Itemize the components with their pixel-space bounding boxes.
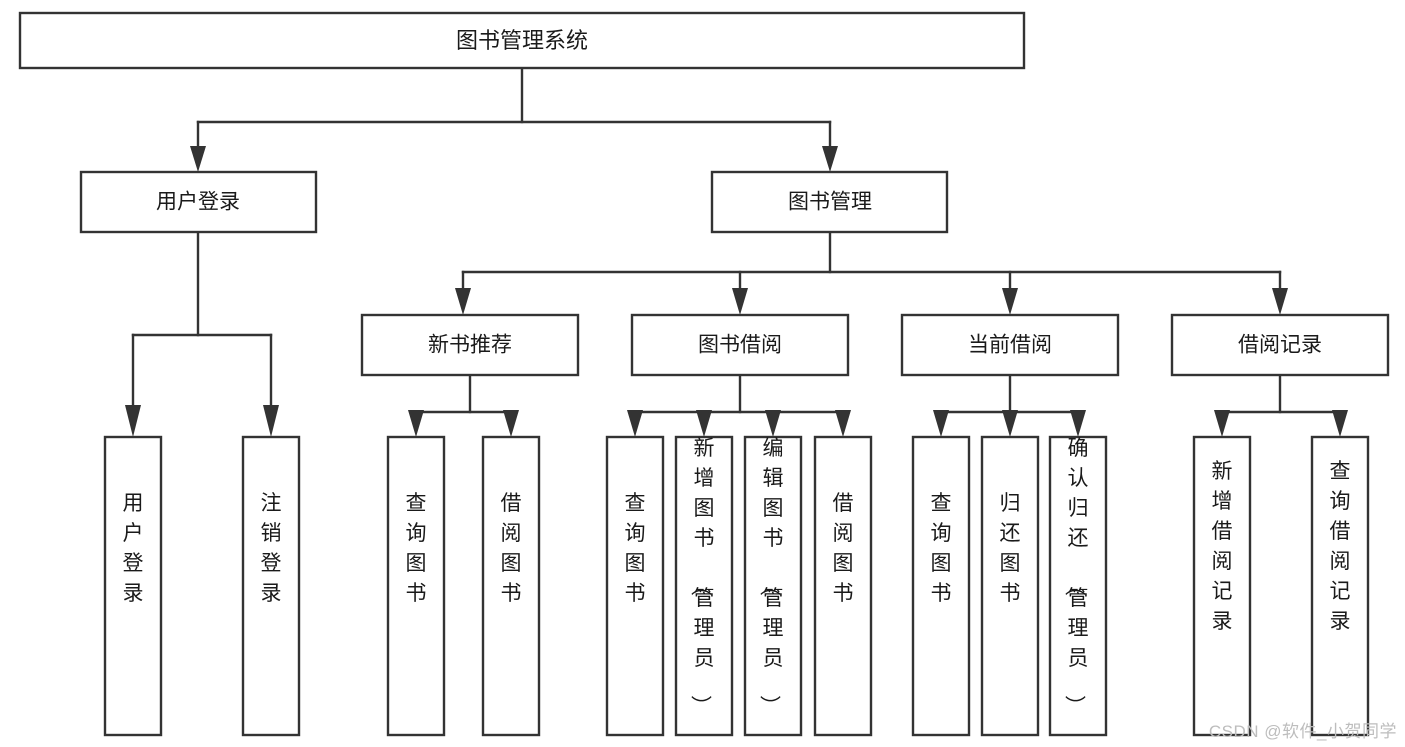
leaf-new-book-1-box[interactable] — [386, 435, 446, 737]
node-book-borrow-box[interactable] — [630, 313, 850, 377]
leaf-borrow-record-2[interactable]: 查询借阅记录 — [1310, 435, 1370, 737]
leaf-current-borrow-3-box[interactable] — [1048, 435, 1108, 737]
leaf-layer: 用户登录 注销登录 查询图书 借阅图书 查询图书 新增图书 — [103, 435, 1370, 737]
arrow-to-current-borrow — [1002, 288, 1018, 315]
leaf-current-borrow-1-label: 查询图书 — [931, 492, 952, 605]
node-borrow-record-box[interactable] — [1170, 313, 1390, 377]
leaf-book-borrow-3-box[interactable] — [743, 435, 803, 737]
leaf-current-borrow-2-label: 归还图书 — [1000, 492, 1021, 605]
leaf-book-borrow-1[interactable]: 查询图书 — [605, 435, 665, 737]
arrow-to-user-login — [190, 146, 206, 172]
node-book-manage-box[interactable] — [710, 170, 949, 234]
arrow-book-borrow-leaf-4 — [835, 410, 851, 437]
node-new-book-recommend[interactable]: 新书推荐 — [360, 313, 580, 377]
leaf-current-borrow-2[interactable]: 归还图书 — [980, 435, 1040, 737]
arrow-user-login-leaf-2 — [263, 405, 279, 437]
leaf-book-borrow-2[interactable]: 新增图书（管理员） — [674, 435, 734, 737]
arrow-borrow-record-leaf-2 — [1332, 410, 1348, 437]
leaf-current-borrow-3[interactable]: 确认归还（管理员） — [1048, 435, 1108, 737]
leaf-user-login-2-box[interactable] — [241, 435, 301, 737]
leaf-new-book-2-box[interactable] — [481, 435, 541, 737]
leaf-book-borrow-4-box[interactable] — [813, 435, 873, 737]
arrow-current-borrow-leaf-2 — [1002, 410, 1018, 437]
node-root[interactable]: 图书管理系统 — [18, 11, 1026, 70]
node-book-manage-label: 图书管理 — [788, 191, 872, 214]
leaf-user-login-1-box[interactable] — [103, 435, 163, 737]
leaf-book-borrow-1-box[interactable] — [605, 435, 665, 737]
arrow-current-borrow-leaf-1 — [933, 410, 949, 437]
leaf-book-borrow-3-label: 编辑图书（管理员） — [758, 437, 784, 716]
leaf-current-borrow-3-label: 确认归还（管理员） — [1063, 437, 1089, 716]
leaf-current-borrow-2-box[interactable] — [980, 435, 1040, 737]
leaf-new-book-2-label: 借阅图书 — [501, 492, 522, 605]
leaf-new-book-2[interactable]: 借阅图书 — [481, 435, 541, 737]
watermark-text: CSDN @软件_小贺同学 — [1208, 722, 1397, 741]
leaf-user-login-2-label: 注销登录 — [261, 492, 282, 605]
leaf-book-borrow-4[interactable]: 借阅图书 — [813, 435, 873, 737]
arrow-user-login-leaf-1 — [125, 405, 141, 437]
leaf-book-borrow-2-box[interactable] — [674, 435, 734, 737]
arrow-to-book-borrow — [732, 288, 748, 315]
node-current-borrow-box[interactable] — [900, 313, 1120, 377]
node-book-borrow-label: 图书借阅 — [698, 334, 782, 357]
connector-layer — [125, 66, 1348, 437]
leaf-borrow-record-1-label: 新增借阅记录 — [1212, 460, 1233, 633]
node-user-login-box[interactable] — [79, 170, 318, 234]
node-book-borrow[interactable]: 图书借阅 — [630, 313, 850, 377]
leaf-new-book-1-label: 查询图书 — [406, 492, 427, 605]
node-borrow-record[interactable]: 借阅记录 — [1170, 313, 1390, 377]
arrow-book-borrow-leaf-1 — [627, 410, 643, 437]
arrow-book-borrow-leaf-2 — [696, 410, 712, 437]
node-new-book-recommend-label: 新书推荐 — [428, 334, 512, 357]
leaf-borrow-record-1[interactable]: 新增借阅记录 — [1192, 435, 1252, 737]
leaf-user-login-1-label: 用户登录 — [123, 492, 144, 605]
node-user-login[interactable]: 用户登录 — [79, 170, 318, 234]
node-root-label: 图书管理系统 — [456, 28, 588, 53]
node-borrow-record-label: 借阅记录 — [1238, 334, 1322, 357]
leaf-current-borrow-1-box[interactable] — [911, 435, 971, 737]
leaf-current-borrow-1[interactable]: 查询图书 — [911, 435, 971, 737]
arrow-new-book-leaf-1 — [408, 410, 424, 437]
arrow-to-book-manage — [822, 146, 838, 172]
node-new-book-recommend-box[interactable] — [360, 313, 580, 377]
leaf-book-borrow-3[interactable]: 编辑图书（管理员） — [743, 435, 803, 737]
arrow-to-new-book — [455, 288, 471, 315]
leaf-borrow-record-2-box[interactable] — [1310, 435, 1370, 737]
node-root-box[interactable] — [18, 11, 1026, 70]
arrow-new-book-leaf-2 — [503, 410, 519, 437]
leaf-new-book-1[interactable]: 查询图书 — [386, 435, 446, 737]
leaf-borrow-record-1-box[interactable] — [1192, 435, 1252, 737]
leaf-book-borrow-1-label: 查询图书 — [625, 492, 646, 605]
leaf-book-borrow-2-label: 新增图书（管理员） — [689, 437, 715, 716]
leaf-user-login-1[interactable]: 用户登录 — [103, 435, 163, 737]
leaf-borrow-record-2-label: 查询借阅记录 — [1330, 460, 1351, 633]
arrow-current-borrow-leaf-3 — [1070, 410, 1086, 437]
node-current-borrow-label: 当前借阅 — [968, 334, 1052, 357]
leaf-user-login-2[interactable]: 注销登录 — [241, 435, 301, 737]
leaf-book-borrow-4-label: 借阅图书 — [833, 492, 854, 605]
arrow-book-borrow-leaf-3 — [765, 410, 781, 437]
node-user-login-label: 用户登录 — [156, 191, 240, 214]
arrow-borrow-record-leaf-1 — [1214, 410, 1230, 437]
node-current-borrow[interactable]: 当前借阅 — [900, 313, 1120, 377]
arrow-to-borrow-record — [1272, 288, 1288, 315]
node-book-manage[interactable]: 图书管理 — [710, 170, 949, 234]
